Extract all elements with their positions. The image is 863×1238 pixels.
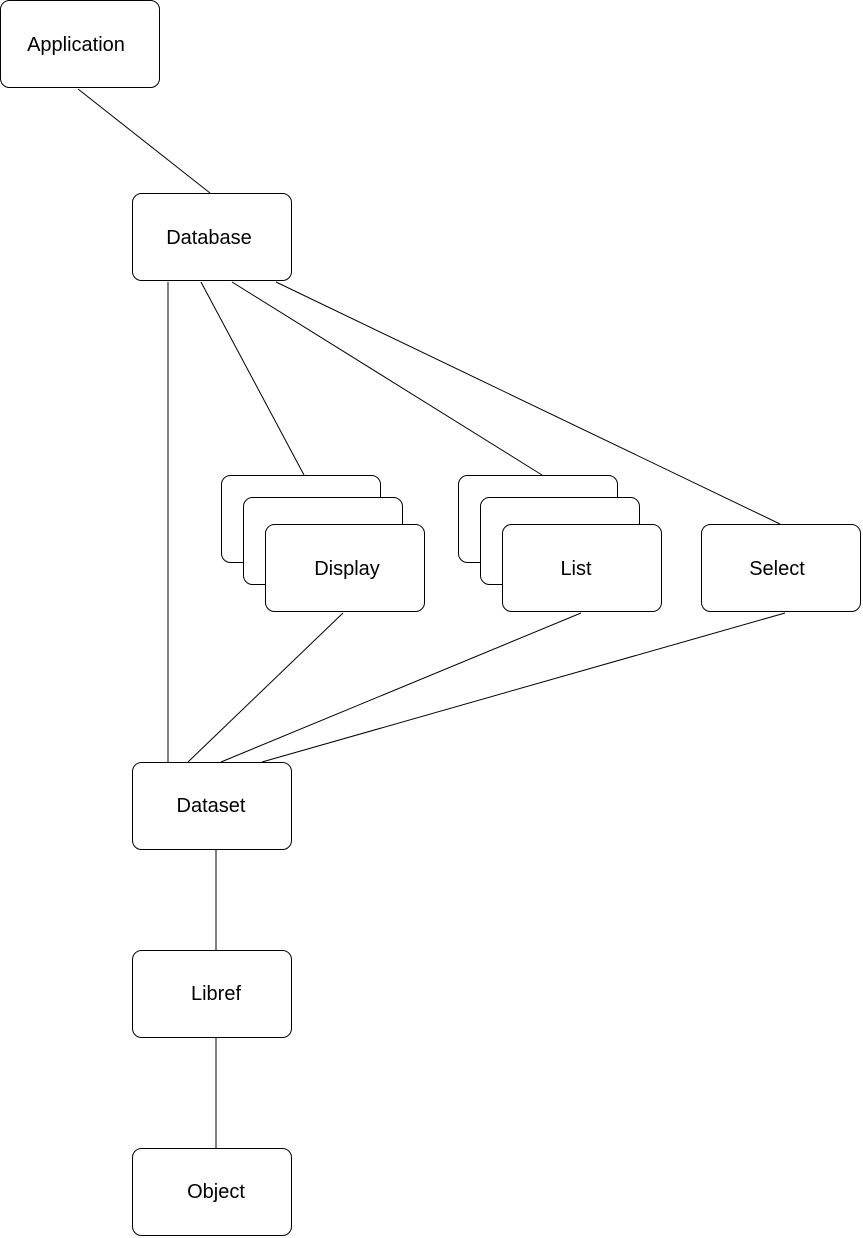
node-list[interactable]: List bbox=[458, 475, 662, 612]
node-display-label: Display bbox=[314, 558, 380, 580]
node-object[interactable]: Object bbox=[132, 1148, 292, 1236]
diagram-edges bbox=[77, 88, 786, 1148]
node-list-box bbox=[502, 524, 662, 612]
node-object-box bbox=[132, 1148, 292, 1236]
node-dataset-box bbox=[132, 762, 292, 850]
node-libref-label: Libref bbox=[191, 983, 241, 1005]
edge-list-dataset bbox=[220, 612, 582, 763]
node-application[interactable]: Application bbox=[0, 0, 160, 88]
node-display-box bbox=[265, 524, 425, 612]
edge-database-select bbox=[275, 281, 781, 525]
edge-select-dataset bbox=[261, 612, 786, 763]
edge-database-display bbox=[200, 281, 305, 476]
node-display[interactable]: Display bbox=[221, 475, 425, 612]
node-database-box bbox=[132, 193, 292, 281]
node-select-label: Select bbox=[749, 558, 805, 580]
node-libref-box bbox=[132, 950, 292, 1038]
node-libref[interactable]: Libref bbox=[132, 950, 292, 1038]
node-select-box bbox=[701, 524, 861, 612]
node-application-label: Application bbox=[27, 34, 125, 56]
node-list-label: List bbox=[560, 558, 592, 580]
edge-database-list bbox=[231, 281, 543, 476]
edge-display-dataset bbox=[187, 612, 344, 763]
node-database[interactable]: Database bbox=[132, 193, 292, 281]
node-application-box bbox=[0, 0, 160, 88]
node-dataset-label: Dataset bbox=[177, 795, 246, 817]
node-dataset[interactable]: Dataset bbox=[132, 762, 292, 850]
node-select[interactable]: Select bbox=[701, 524, 861, 612]
node-object-label: Object bbox=[187, 1181, 245, 1203]
edge-application-database bbox=[77, 88, 211, 194]
node-database-label: Database bbox=[166, 227, 252, 249]
